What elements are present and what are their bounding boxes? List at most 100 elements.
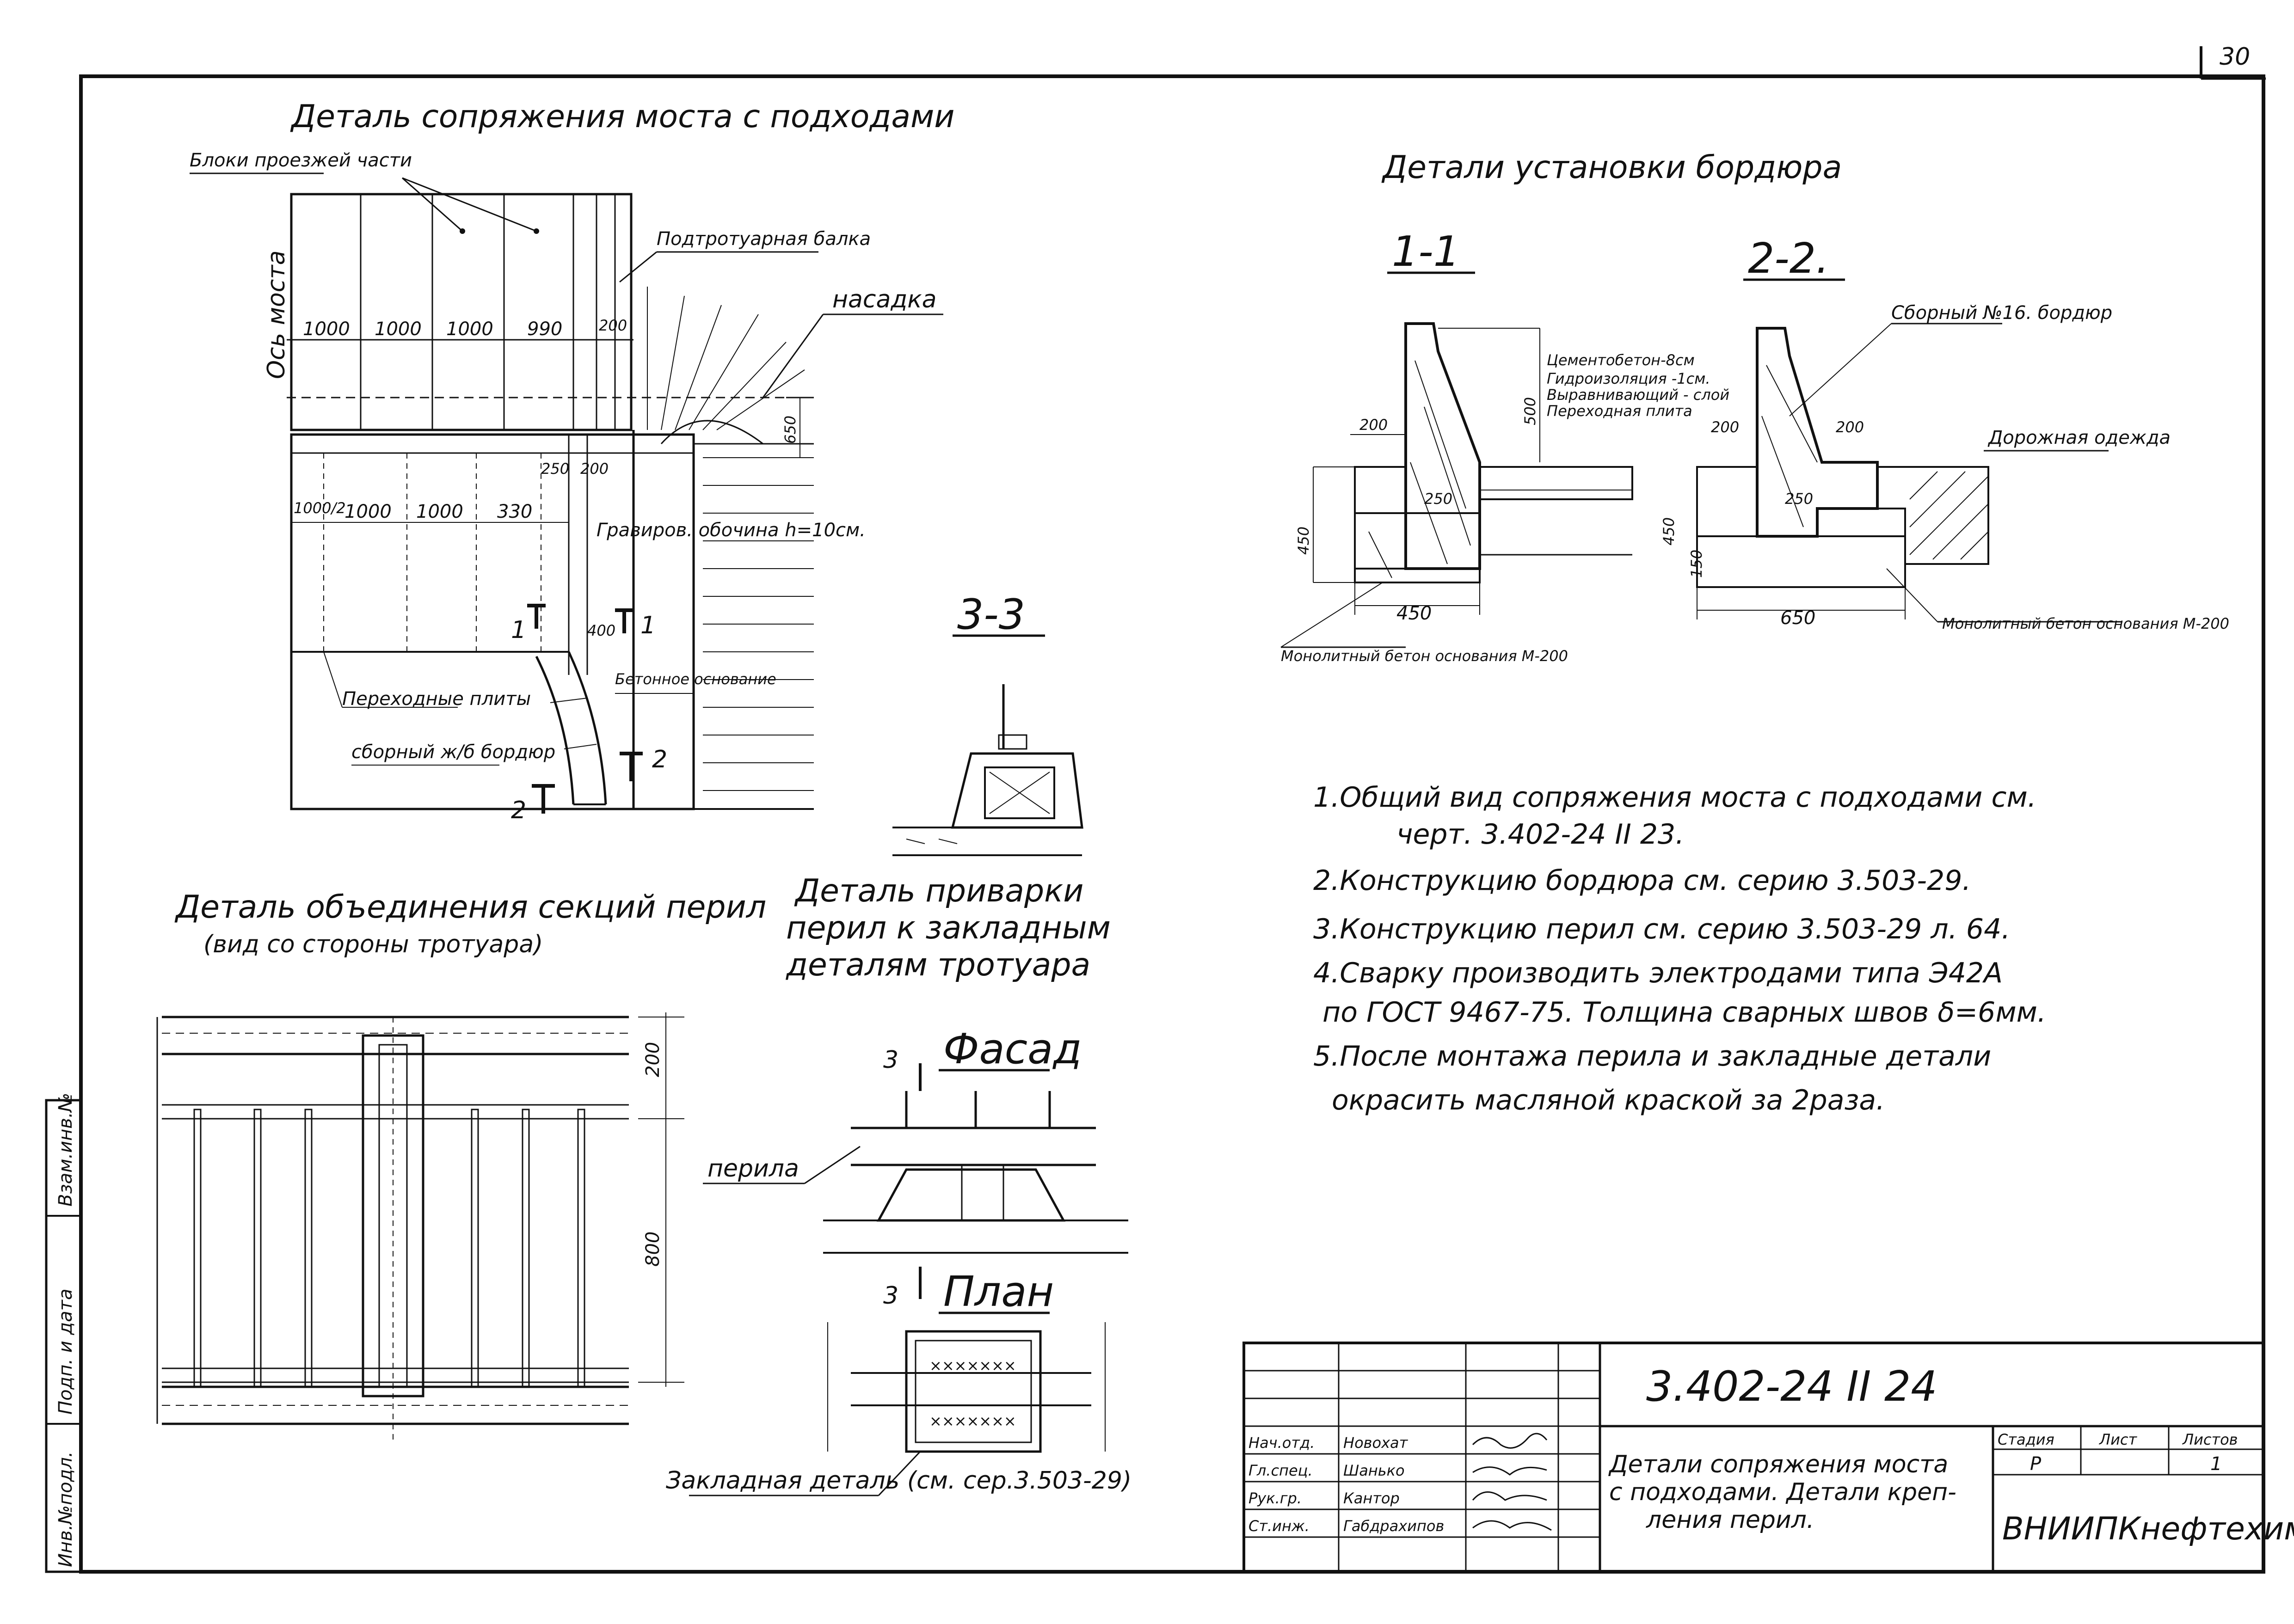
section-33-title: 3-3	[957, 590, 1025, 639]
dim-top-2: 1000	[375, 319, 422, 340]
label-embedded: Закладная деталь (см. сер.3.503-29)	[666, 1467, 1132, 1495]
section-1-1: 1-1	[1392, 227, 1460, 276]
desc-2: с подходами. Детали креп-	[1609, 1478, 1956, 1506]
dim-half: 1000/2	[294, 499, 346, 517]
dim-1-250: 250	[1424, 490, 1452, 508]
top-dims: 1000 1000 1000 990 200	[291, 317, 633, 340]
dim-200: 200	[642, 1042, 664, 1077]
note-4b: по ГОСТ 9467-75. Толщина сварных швов δ=…	[1322, 996, 2046, 1029]
title-block: 3.402-24 II 24 Нач.отд. Гл.спец. Рук.гр.…	[1242, 1342, 2294, 1573]
dim-800: 800	[642, 1232, 664, 1267]
dim-2-650: 650	[1780, 607, 1815, 629]
layer-1: Цементобетон-8см	[1547, 351, 1695, 369]
sheet-header: Лист	[2099, 1431, 2137, 1448]
label-axis: Ось моста	[263, 251, 290, 379]
sign-date-label: Подп. и дата	[55, 1289, 76, 1415]
dim-1-450-h: 450	[1396, 603, 1432, 624]
name-2: Шанько	[1343, 1462, 1405, 1479]
note-2: 2.Конструкцию бордюра см. серию 3.503-29…	[1313, 864, 1971, 897]
abutment-hatch: 650	[632, 287, 814, 809]
rail-join: Деталь объединения секций перил (вид со …	[156, 889, 766, 1442]
rail-join-subtitle: (вид со стороны тротуара)	[203, 931, 543, 958]
label-monolith-2: Монолитный бетон основания М-200	[1942, 615, 2229, 632]
dim-mid-3: 330	[497, 501, 532, 522]
doc-code: 3.402-24 II 24	[1646, 1362, 1937, 1411]
dim-1-200: 200	[1359, 416, 1388, 434]
label-precast-curb: Сборный №16. бордюр	[1891, 302, 2112, 324]
facade-label: Фасад	[943, 1025, 1082, 1073]
role-4: Ст.инж.	[1248, 1517, 1310, 1535]
rail-join-title: Деталь объединения секций перил	[174, 889, 766, 925]
label-monolith-1: Монолитный бетон основания М-200	[1281, 647, 1568, 665]
layer-3: Выравнивающий - слой	[1547, 386, 1729, 404]
organization: ВНИИПКнефтехим	[2002, 1511, 2294, 1547]
rail-posts	[193, 1109, 585, 1388]
dim-2-200b: 200	[1836, 418, 1864, 436]
dim-400: 400	[587, 622, 615, 639]
desc-1: Детали сопряжения моста	[1608, 1451, 1948, 1478]
replace-inv-label: Взам.инв.№	[55, 1093, 76, 1207]
label-plates: Переходные плиты	[342, 688, 531, 710]
dim-mid-5: 200	[580, 460, 609, 478]
bridge-detail: Деталь сопряжения моста с подходами Блок…	[190, 98, 954, 824]
weld-marks-bottom: ×××××××	[929, 1412, 1016, 1430]
mark-3b: 3	[883, 1282, 898, 1310]
dim-mid-2: 1000	[416, 501, 463, 522]
sheets-value: 1	[2210, 1453, 2222, 1475]
plan-label: План	[943, 1268, 1054, 1316]
name-1: Новохат	[1343, 1434, 1408, 1452]
dim-2-150: 150	[1688, 550, 1705, 578]
dim-1-450-v: 450	[1295, 527, 1312, 555]
section-marks: 1 1 2 2	[511, 604, 667, 824]
label-gravel: Гравиров. обочина h=10см.	[597, 520, 866, 541]
note-5b: окрасить масляной краской за 2раза.	[1332, 1084, 1885, 1116]
mark-1a: 1	[511, 616, 526, 644]
dim-1-500: 500	[1521, 397, 1539, 425]
section-33: 3-3	[892, 590, 1083, 856]
dim-650: 650	[781, 416, 799, 444]
signatures	[1472, 1433, 1552, 1531]
curb-detail-title: Детали установки бордюра	[1381, 149, 1842, 186]
note-5a: 5.После монтажа перила и закладные детал…	[1313, 1040, 1991, 1072]
mark-1b: 1	[640, 612, 656, 639]
label-curb: сборный ж/б бордюр	[351, 742, 555, 763]
mark-2b: 2	[511, 797, 526, 824]
label-beam: Подтротуарная балка	[657, 228, 871, 250]
left-strip: Взам.инв.№ Подп. и дата Инв.№подл.	[45, 1093, 82, 1573]
inv-no-label: Инв.№подл.	[55, 1451, 76, 1567]
label-rail: перила	[707, 1155, 799, 1183]
stage-header: Стадия	[1998, 1431, 2054, 1448]
dim-top-4: 990	[527, 319, 562, 340]
dim-2-450: 450	[1660, 517, 1678, 545]
page-number: 30	[2220, 43, 2250, 71]
rail-weld: Деталь приварки перил к закладным деталя…	[666, 873, 1132, 1496]
rail-weld-title-2: перил к закладным	[786, 910, 1111, 946]
role-2: Гл.спец.	[1248, 1462, 1313, 1479]
rail-weld-title-1: Деталь приварки	[794, 873, 1083, 909]
desc-3: ления перил.	[1646, 1506, 1814, 1534]
label-road: Дорожная одежда	[1987, 427, 2171, 448]
note-1a: 1.Общий вид сопряжения моста с подходами…	[1313, 781, 2036, 814]
sheet-frame: 30	[79, 43, 2266, 1574]
curb-detail: Детали установки бордюра 1-1 2-2. 200 50…	[1280, 149, 2229, 665]
name-3: Кантор	[1343, 1489, 1400, 1507]
name-4: Габдрахипов	[1343, 1517, 1444, 1535]
label-concrete-base: Бетонное основание	[615, 670, 776, 688]
curb-layers: Цементобетон-8см Гидроизоляция -1см. Выр…	[1547, 351, 1729, 420]
layer-4: Переходная плита	[1547, 402, 1692, 420]
bridge-detail-title: Деталь сопряжения моста с подходами	[290, 98, 954, 135]
mark-2a: 2	[652, 746, 667, 773]
note-1b: черт. 3.402-24 II 23.	[1396, 818, 1684, 851]
notes: 1.Общий вид сопряжения моста с подходами…	[1313, 781, 2046, 1116]
sheets-header: Листов	[2182, 1431, 2238, 1448]
note-4a: 4.Сварку производить электродами типа Э4…	[1313, 957, 2003, 989]
dim-top-1: 1000	[303, 319, 350, 340]
dim-top-3: 1000	[446, 319, 493, 340]
role-1: Нач.отд.	[1248, 1434, 1315, 1452]
rail-weld-title-3: деталям тротуара	[786, 947, 1090, 983]
stage-value: Р	[2030, 1453, 2042, 1475]
dim-2-200a: 200	[1711, 418, 1739, 436]
section-2-2: 2-2.	[1748, 234, 1829, 283]
role-3: Рук.гр.	[1248, 1489, 1302, 1507]
